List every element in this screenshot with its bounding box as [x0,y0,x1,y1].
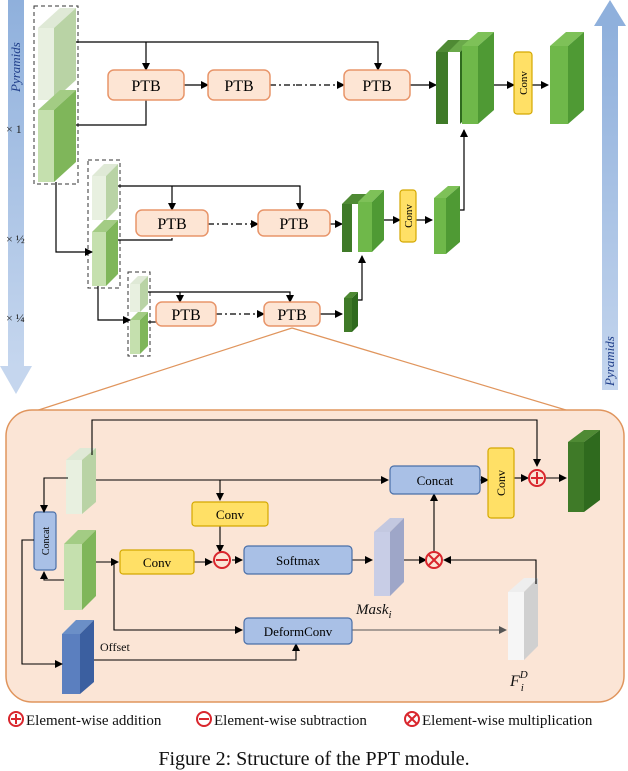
deformconv-label: DeformConv [264,624,333,639]
conv-block-l1: Conv [513,51,533,115]
output-stack-level1 [436,32,494,124]
zoom-lines [19,327,587,417]
feat-label-sup: D [519,669,528,681]
ptb-label: PTB [362,78,391,95]
conv-right-block: Conv [487,447,515,519]
legend-subtraction-icon [196,711,212,727]
pyramids-arrow-left [0,0,32,394]
pyramids-arrow-right [594,0,626,390]
level1-connections [76,41,549,126]
conv-top-block: Conv [191,501,269,527]
softmax-label: Softmax [276,553,321,568]
scale-label-half: × ½ [6,232,25,246]
output-final-level1 [550,32,584,124]
mask-label: Maski [355,602,392,621]
addition-operator-icon [528,469,546,487]
concat-left-label: Concat [41,527,52,556]
ptb-label: PTB [131,78,160,95]
legend-multiplication-label: Element-wise multiplication [422,713,593,729]
concat-main-label: Concat [417,473,454,488]
detail-feature-top [66,448,96,514]
feature-stack-level2 [87,159,121,289]
conv-right-label: Conv [494,470,508,496]
conv-block-l2: Conv [399,189,417,243]
ptb-block-l2-a: PTB [135,209,209,237]
legend: Element-wise addition Element-wise subtr… [8,711,593,729]
detail-feature-bottom [64,530,96,610]
conv-mid-label: Conv [143,555,172,570]
concat-main-block: Concat [389,465,481,495]
detail-offset-map [62,620,94,694]
multiplication-operator-icon [425,551,443,569]
level2-connections [55,129,468,256]
feat-label-sub: i [521,682,524,694]
mask-label-main: Mask [355,602,389,618]
conv-top-label: Conv [216,507,245,522]
conv-mid-block: Conv [119,549,195,575]
legend-addition-icon [8,711,24,727]
ptb-label: PTB [277,307,306,324]
ptb-label: PTB [157,216,186,233]
ptb-label: PTB [171,307,200,324]
ptb-label: PTB [279,216,308,233]
ptb-block-l3-a: PTB [155,301,217,327]
scale-label-1: × 1 [6,122,22,136]
mask-label-sub: i [389,609,392,621]
legend-multiplication-icon [404,711,420,727]
feature-stack-level1 [33,5,79,185]
output-stack-level2 [342,190,384,252]
level3-connections [97,255,366,324]
concat-left-block: Concat [33,511,57,571]
deformconv-block: DeformConv [243,617,353,645]
conv-label: Conv [518,71,530,95]
ptb-block-l1-a: PTB [107,69,185,101]
ptb-block-l3-b: PTB [263,301,321,327]
output-final-level2 [434,186,460,254]
ptb-block-l1-c: PTB [343,69,411,101]
feature-stack-level3 [127,271,151,357]
figure-caption: Figure 2: Structure of the PPT module. [158,748,470,770]
scale-label-quarter: × ¼ [6,311,25,325]
ptb-block-l1-b: PTB [207,69,271,101]
output-stack-level3 [344,292,358,332]
detail-mask-map [374,518,404,596]
detail-deform-output [508,578,538,660]
legend-addition-label: Element-wise addition [26,713,162,729]
detail-output-map [568,430,600,512]
softmax-block: Softmax [243,545,353,575]
legend-subtraction-label: Element-wise subtraction [214,713,367,729]
feat-label-main: F [509,673,520,690]
ptb-block-l2-b: PTB [257,209,331,237]
detail-connections [21,419,567,668]
conv-label: Conv [403,204,415,228]
pyramids-label-right: Pyramids [602,336,617,387]
subtraction-operator-icon [213,551,231,569]
ptb-label: PTB [224,78,253,95]
offset-label: Offset [100,640,130,654]
pyramids-label-left: Pyramids [8,42,23,93]
